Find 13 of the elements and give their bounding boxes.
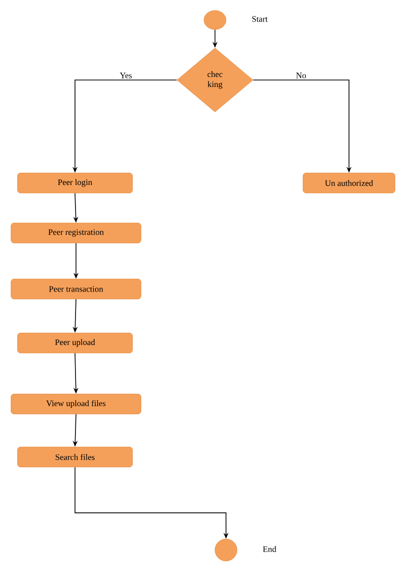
process-box: View upload files (10, 394, 142, 414)
process-box: Peer login (17, 172, 133, 194)
process-box: Peer transaction (10, 278, 142, 300)
beside-label: End (262, 546, 276, 552)
process-box: Un authorized (302, 172, 396, 194)
process-box: Peer registration (10, 222, 142, 244)
beside-label: Start (252, 16, 268, 22)
process-box: Peer upload (17, 332, 133, 354)
edge-label: No (294, 72, 308, 80)
terminal-circle (204, 10, 226, 30)
edge-label: Yes (118, 72, 134, 80)
terminal-circle (214, 538, 238, 562)
process-box: Search files (17, 446, 133, 468)
